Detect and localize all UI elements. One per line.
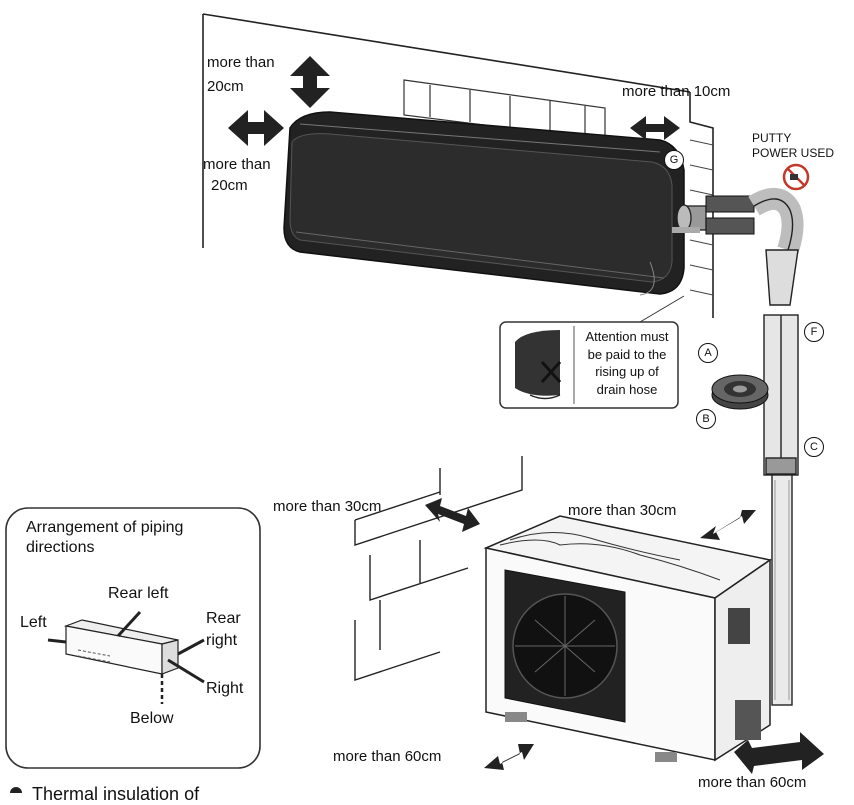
- putty-label-1: PUTTY: [752, 131, 792, 145]
- putty-label-2: POWER USED: [752, 146, 835, 160]
- piping-below-label: Below: [130, 710, 174, 727]
- footer-partial-text: Thermal insulation of: [32, 784, 200, 804]
- attention-inset: [499, 295, 685, 409]
- piping-box-title-1: Arrangement of piping: [26, 519, 184, 536]
- piping-box-title: Arrangement of piping directions: [26, 518, 183, 558]
- part-b-callout: B: [696, 409, 716, 429]
- forbid-icon: [782, 163, 810, 191]
- piping-right-label: Right: [206, 680, 244, 697]
- piping-rear-right-label-2: right: [206, 632, 238, 649]
- arrow-right-top: [630, 116, 680, 140]
- attention-line-3: rising up of: [595, 364, 659, 380]
- piping-rear-right-label-1: Rear: [206, 610, 241, 627]
- attention-line-1: Attention must: [585, 329, 669, 344]
- piping-left-label: Left: [20, 614, 47, 631]
- piping-box: [5, 507, 261, 769]
- arrow-outdoor-front: [484, 744, 534, 770]
- clearance-outdoor-front-label: more than 60cm: [333, 748, 442, 765]
- clearance-outdoor-rear-label: more than 30cm: [568, 502, 677, 519]
- clearance-right-label: more than 10cm: [622, 83, 731, 100]
- clearance-outdoor-right-label: more than 60cm: [698, 774, 807, 791]
- part-f-callout: F: [804, 322, 824, 342]
- attention-text: Attention must be paid to the rising up …: [578, 328, 676, 398]
- piping-box-title-2: directions: [26, 539, 95, 556]
- attention-line-2: be paid to the: [587, 346, 667, 362]
- tape-roll: [711, 374, 769, 410]
- part-c-callout: C: [804, 437, 824, 457]
- arrow-outdoor-left: [425, 498, 480, 532]
- clearance-left-label-1: more than: [203, 156, 271, 173]
- clearance-arrows: [228, 56, 824, 774]
- arrow-outdoor-right: [734, 732, 824, 774]
- arrow-top: [290, 56, 330, 108]
- clearance-top-label-1: more than: [207, 54, 275, 71]
- attention-line-4: drain hose: [596, 381, 658, 397]
- part-g-callout: G: [664, 150, 684, 170]
- outdoor-unit: [483, 515, 772, 762]
- pipe-through-wall: [672, 195, 755, 235]
- bullet-icon: [10, 787, 22, 793]
- clearance-top-label-2: 20cm: [207, 78, 244, 95]
- part-a-callout: A: [698, 343, 718, 363]
- indoor-unit: [283, 111, 685, 296]
- arrow-outdoor-rear: [700, 510, 756, 540]
- clearance-left-label-2: 20cm: [211, 177, 248, 194]
- clearance-outdoor-left-label: more than 30cm: [273, 498, 382, 515]
- arrow-left: [228, 110, 284, 146]
- piping-rear-left-label: Rear left: [108, 585, 169, 602]
